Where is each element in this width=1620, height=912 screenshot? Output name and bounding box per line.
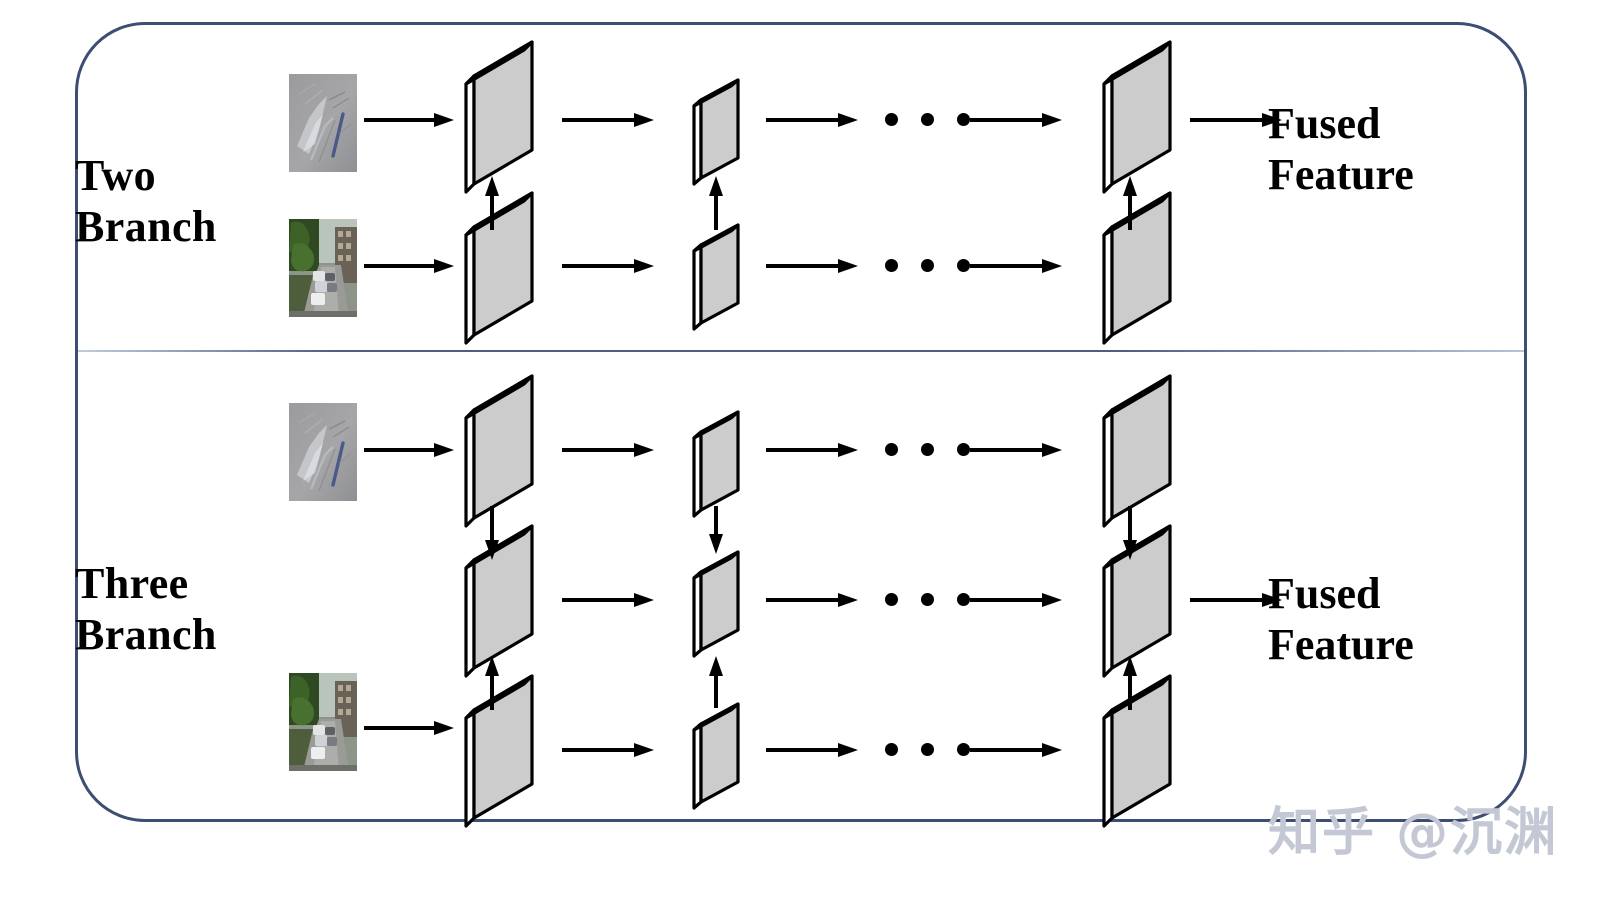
arrow-right-t3-to-output-three-branch [1190,590,1282,610]
fusion-arrow-up-t3-two-branch [1120,176,1140,230]
arrow-right-t2-to-dots-top [766,110,858,130]
feature-map-small-t2-middle-3b [690,548,742,660]
ellipsis-dots-top-three-branch [885,443,970,456]
feature-map-large-t1-bottom-3b [462,672,536,834]
arrow-right-t1-to-t2-top-3b [562,440,654,460]
fusion-arrow-up-t3-three-branch [1120,656,1140,710]
arrow-right-dots-to-t3-middle-3b [970,590,1062,610]
input-image-street-photo-three-branch [289,673,357,771]
feature-map-large-t1-top [462,38,536,200]
feature-map-large-t3-top-3b [1100,372,1174,534]
feature-map-small-t2-top-3b [690,408,742,520]
input-image-edge-map-three-branch [289,403,357,501]
fusion-arrow-down-t2-three-branch [706,506,726,554]
ellipsis-dots-top-two-branch [885,113,970,126]
arrow-right-dots-to-t3-top [970,110,1062,130]
arrow-right-t2-to-dots-bottom [766,256,858,276]
panel-label-three-branch: Three Branch [75,559,217,660]
fusion-arrow-down-t1-three-branch [482,506,502,560]
arrow-right-t1-to-t2-middle-3b [562,590,654,610]
arrow-right-dots-to-t3-top-3b [970,440,1062,460]
arrow-right-t1-to-t2-bottom [562,256,654,276]
ellipsis-dots-bottom-two-branch [885,259,970,272]
feature-map-large-t3-bottom [1100,189,1174,351]
output-label-three-branch: Fused Feature [1268,569,1414,670]
arrow-right-dots-to-t3-bottom [970,256,1062,276]
outer-frame [75,22,1527,822]
arrow-right-t1-to-t2-bottom-3b [562,740,654,760]
feature-map-large-t1-middle-3b [462,522,536,684]
arrow-right-dots-to-t3-bottom-3b [970,740,1062,760]
feature-map-large-t1-top-3b [462,372,536,534]
arrow-right-t2-to-dots-bottom-3b [766,740,858,760]
arrow-right-t1-to-t2-top [562,110,654,130]
feature-map-large-t1-bottom [462,189,536,351]
ellipsis-dots-bottom-three-branch [885,743,970,756]
input-image-street-photo-two-branch [289,219,357,317]
output-label-two-branch: Fused Feature [1268,99,1414,200]
feature-map-small-t2-bottom [690,221,742,333]
fusion-arrow-down-t3-three-branch [1120,506,1140,560]
arrow-right-input-to-t1-top [364,110,454,130]
feature-map-small-t2-bottom-3b [690,700,742,812]
arrow-right-t2-to-dots-top-3b [766,440,858,460]
fusion-arrow-up-t1-two-branch [482,176,502,230]
arrow-right-input-to-t1-bottom [364,256,454,276]
fusion-arrow-up-t2-three-branch [706,656,726,708]
arrow-right-input-to-t1-bottom-3b [364,718,454,738]
feature-map-large-t3-bottom-3b [1100,672,1174,834]
input-image-edge-map-two-branch [289,74,357,172]
arrow-right-t3-to-output-two-branch [1190,110,1282,130]
feature-map-large-t3-top [1100,38,1174,200]
arrow-right-t2-to-dots-middle-3b [766,590,858,610]
panel-divider [78,350,1524,352]
feature-map-large-t3-middle-3b [1100,522,1174,684]
arrow-right-input-to-t1-top-3b [364,440,454,460]
fusion-arrow-up-t2-two-branch [706,176,726,230]
panel-label-two-branch: Two Branch [75,151,217,252]
feature-map-small-t2-top [690,76,742,188]
watermark: 知乎 @沉渊 [1268,803,1559,863]
fusion-arrow-up-t1-three-branch [482,656,502,710]
ellipsis-dots-middle-three-branch [885,593,970,606]
